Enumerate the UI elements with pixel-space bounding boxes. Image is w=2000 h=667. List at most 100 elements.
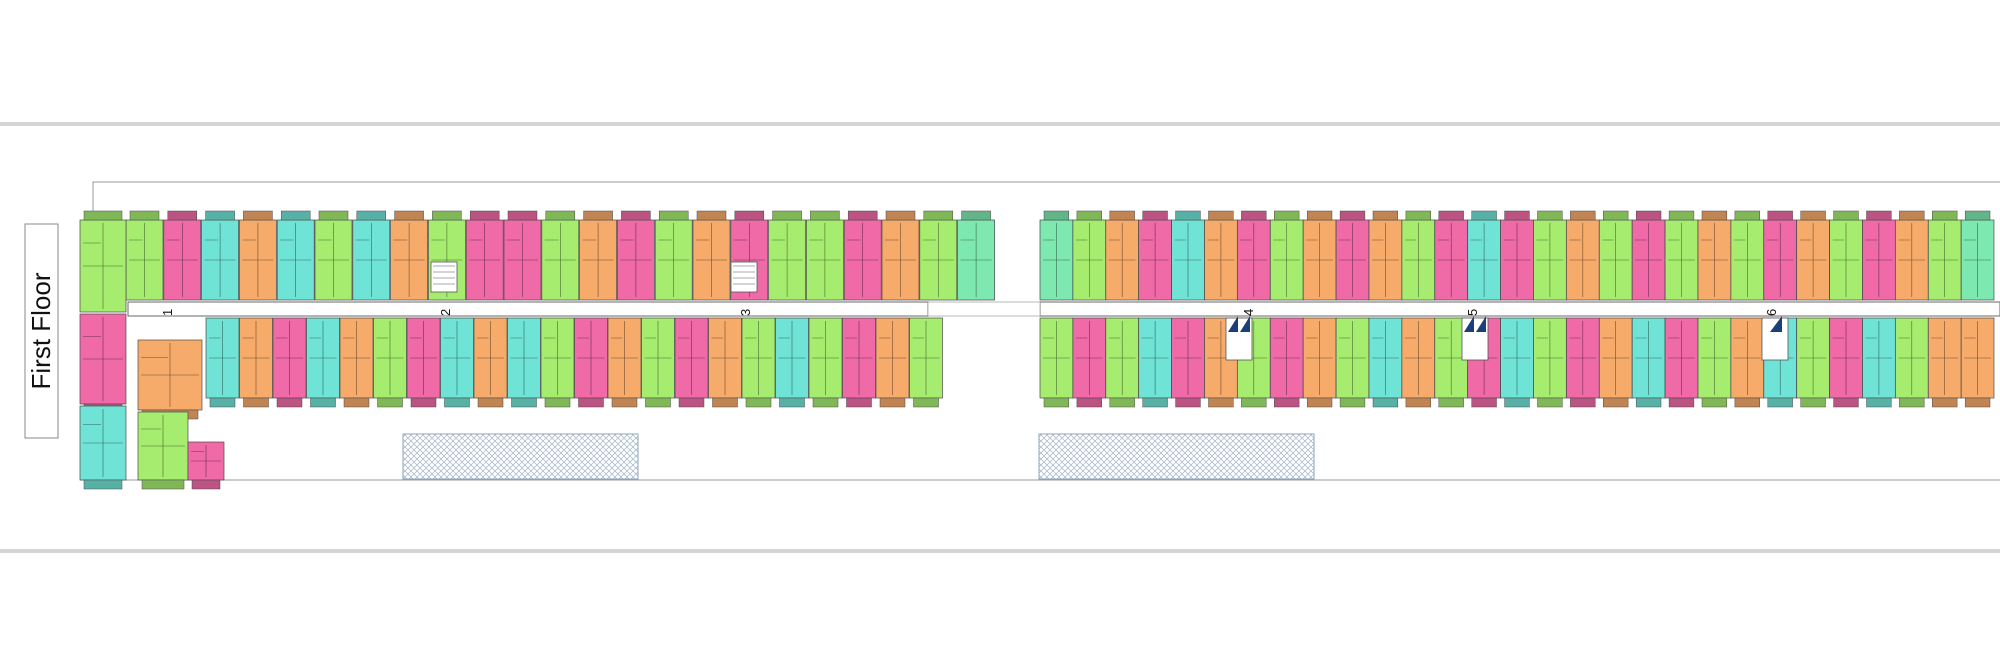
unit-left-top-balcony-11 [545,210,576,221]
unit-right-bottom-balcony-5 [1208,397,1234,408]
unit-right-top-balcony-16 [1570,210,1596,221]
unit-right-top-balcony-28 [1964,210,1991,221]
unit-right-top-walls-14 [1503,223,1531,297]
unit-right-top-balcony-21 [1734,210,1760,221]
unit-right-top-walls-23 [1799,223,1827,297]
unit-left-bottom-balcony-3 [310,397,336,408]
unit-left-bottom-walls-11 [577,321,605,395]
unit-right-bottom-walls-12 [1437,321,1465,395]
unit-right-top-walls-26 [1898,223,1926,297]
unit-right-top-balcony-24 [1833,210,1859,221]
unit-left-bottom-walls-9 [510,321,538,395]
unit-left-top-walls-4 [280,223,312,297]
unit-left-top-walls-1 [166,223,198,297]
unit-left-bottom-balcony-13 [645,397,671,408]
unit-right-top-walls-12 [1437,223,1465,297]
stair-core-6 [1761,316,1789,361]
stair-label-5: 5 [1465,309,1480,316]
unit-right-top-balcony-3 [1142,210,1168,221]
unit-right-bottom-balcony-8 [1306,397,1333,408]
unit-left-top-balcony-0 [129,210,160,221]
unit-right-top-balcony-17 [1603,210,1629,221]
unit-left-top-balcony-22 [961,210,991,221]
unit-left-top-walls-2 [204,223,236,297]
unit-right-top-balcony-10 [1372,210,1399,221]
unit-left-bottom-walls-6 [410,321,437,395]
unit-right-bottom-walls-2 [1108,321,1136,395]
unit-left-top-balcony-2 [205,210,235,221]
unit-right-top-balcony-7 [1274,210,1300,221]
unit-right-bottom-walls-25 [1865,321,1893,395]
stair-core-2 [430,261,458,293]
unit-left-top-balcony-13 [621,210,651,221]
unit-left-top-balcony-8 [432,210,462,221]
unit-left-bottom-balcony-2 [276,397,303,408]
unit-right-top-balcony-23 [1800,210,1826,221]
stair-core-5 [1461,316,1489,361]
unit-right-top-walls-0 [1043,223,1070,297]
unit-right-top-walls-3 [1141,223,1169,297]
site-boundary [80,181,2000,481]
unit-right-bottom-walls-16 [1569,321,1597,395]
unit-right-top-walls-28 [1964,223,1991,297]
unit-right-bottom-balcony-12 [1438,397,1464,408]
unit-right-top-walls-10 [1372,223,1399,297]
unit-end-block-walls-2 [83,409,123,477]
floor-title: First Floor [26,272,56,389]
unit-right-bottom-walls-23 [1799,321,1827,395]
unit-left-top-balcony-17 [772,210,802,221]
unit-left-top-balcony-5 [318,210,349,221]
unit-right-bottom-walls-3 [1141,321,1169,395]
unit-left-bottom-walls-1 [242,321,270,395]
unit-right-top-balcony-11 [1405,210,1431,221]
unit-right-top-balcony-27 [1932,210,1958,221]
unit-left-bottom-walls-20 [879,321,906,395]
unit-right-top-balcony-14 [1504,210,1530,221]
unit-left-top-walls-11 [544,223,576,297]
unit-left-bottom-walls-5 [376,321,404,395]
unit-right-top-balcony-2 [1109,210,1135,221]
stair-label-1: 1 [160,309,175,316]
unit-left-bottom-walls-4 [343,321,370,395]
unit-right-top-walls-5 [1207,223,1235,297]
unit-right-bottom-balcony-16 [1570,397,1596,408]
unit-left-bottom-balcony-20 [879,397,906,408]
unit-right-bottom-balcony-21 [1734,397,1760,408]
unit-right-top-balcony-8 [1306,210,1333,221]
unit-left-bottom-walls-15 [711,321,739,395]
unit-end-block-balcony-2 [83,479,123,490]
unit-right-top-balcony-1 [1076,210,1102,221]
unit-right-top-balcony-22 [1767,210,1793,221]
unit-left-top-walls-6 [355,223,387,297]
unit-left-top-walls-12 [582,223,614,297]
unit-right-bottom-balcony-10 [1372,397,1399,408]
unit-right-bottom-balcony-20 [1701,397,1728,408]
unit-right-top-walls-11 [1404,223,1432,297]
unit-end-block-balcony-4 [141,479,185,490]
unit-right-top-walls-6 [1240,223,1268,297]
unit-right-bottom-walls-27 [1931,321,1959,395]
unit-left-top-walls-21 [922,223,954,297]
parking-area-right [1038,433,1315,480]
unit-left-bottom-balcony-10 [544,397,571,408]
stair-label-6: 6 [1764,309,1779,316]
unit-left-bottom-walls-0 [209,321,236,395]
corridor-link [927,301,1041,317]
unit-right-bottom-balcony-28 [1964,397,1991,408]
unit-left-bottom-balcony-1 [243,397,269,408]
unit-right-top-walls-13 [1470,223,1498,297]
unit-left-top-walls-15 [696,223,727,297]
corridor-left-wing [127,301,929,317]
unit-left-top-walls-9 [469,223,501,297]
unit-right-bottom-walls-7 [1273,321,1301,395]
stair-core-4 [1225,316,1253,361]
unit-left-bottom-walls-18 [812,321,839,395]
unit-left-bottom-walls-12 [611,321,638,395]
unit-left-top-balcony-20 [885,210,916,221]
unit-right-top-walls-9 [1339,223,1366,297]
unit-right-bottom-walls-17 [1602,321,1630,395]
unit-end-block-walls-3 [141,343,199,407]
unit-right-bottom-walls-1 [1075,321,1103,395]
unit-left-top-walls-14 [658,223,690,297]
unit-left-top-balcony-18 [810,210,840,221]
